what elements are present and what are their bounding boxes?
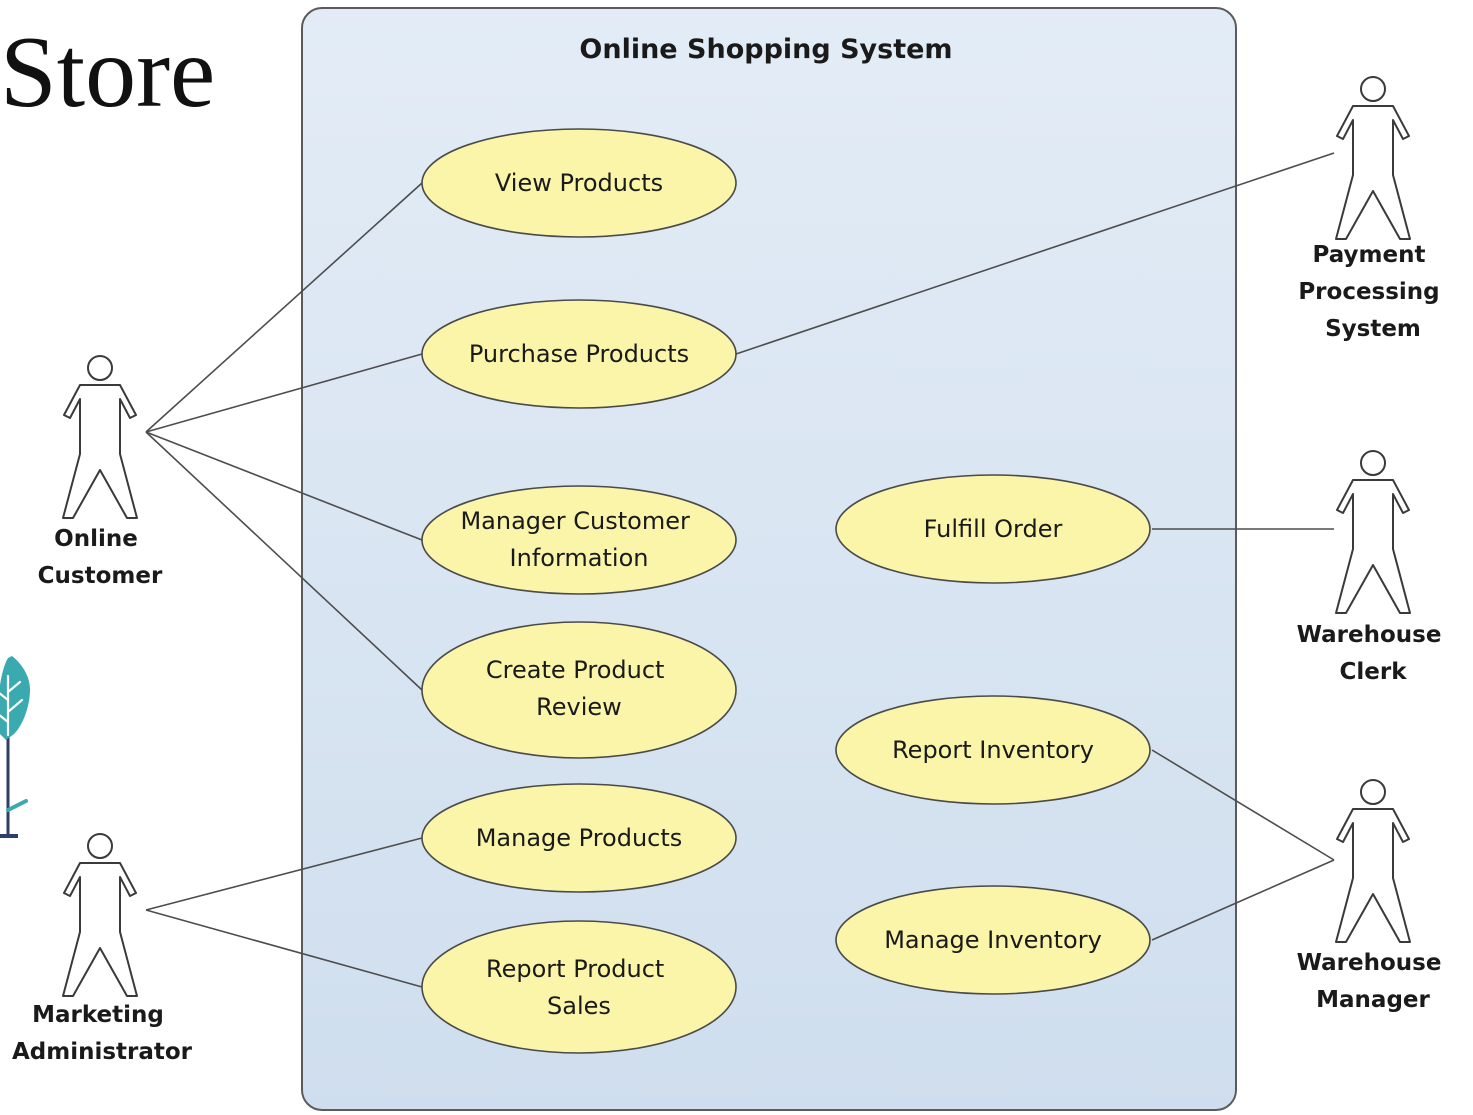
actor-label-line-1: Warehouse [1297,622,1442,648]
svg-text:Marketing Administrator: Marketing Administrator [12,1002,193,1065]
actor-label-line-2: Customer [38,563,163,589]
use-case-create-product-review[interactable]: Create Product Review [421,621,737,759]
use-case-label-line-1: Report Product [486,955,664,983]
actor-label-line-1: Marketing [32,1002,164,1028]
use-case-label: Report Inventory [892,736,1094,764]
association-admin-manage-products [145,837,423,911]
association-payment-purchase-products [735,152,1335,355]
use-case-manage-customer-information[interactable]: Manager Customer Information [421,485,737,595]
actor-stick-figure-icon [62,833,138,997]
use-case-label: Fulfill Order [924,515,1063,543]
use-case-report-inventory[interactable]: Report Inventory [835,695,1151,805]
association-manager-report-inventory [1151,749,1335,861]
use-case-label-line-2: Information [510,544,649,572]
system-title: Online Shopping System [579,34,952,65]
actor-label-line-2: Administrator [12,1039,193,1065]
use-case-fulfill-order[interactable]: Fulfill Order [835,474,1151,584]
use-case-label-line-2: Review [536,693,622,721]
actor-label-line-2: Clerk [1339,659,1407,685]
use-case-purchase-products[interactable]: Purchase Products [421,299,737,409]
svg-text:Create Product Review: Create Product Review [486,656,672,721]
svg-text:Warehouse Manager: Warehouse Manager [1297,950,1450,1013]
association-admin-report-sales [145,909,423,988]
use-case-label-line-2: Sales [547,992,611,1020]
use-case-view-products[interactable]: View Products [421,128,737,238]
svg-text:Report Inventory: Report Inventory [892,736,1094,764]
use-case-label-line-1: Create Product [486,656,665,684]
svg-text:Report Product Sales: Report Product Sales [486,955,672,1020]
actor-online-customer[interactable]: Online Customer [38,355,163,589]
svg-text:Manage Products: Manage Products [476,824,683,852]
actor-stick-figure-icon [62,355,138,519]
svg-text:Fulfill Order: Fulfill Order [924,515,1063,543]
actor-marketing-administrator[interactable]: Marketing Administrator [12,833,193,1065]
actor-label-line-3: System [1325,316,1421,342]
use-case-label: Manage Inventory [884,926,1102,954]
actor-stick-figure-icon [1335,779,1411,943]
svg-text:Payment Processing: Payment Processing System [1298,242,1447,342]
plant-icon [0,656,30,838]
actor-label-line-2: Manager [1316,987,1430,1013]
use-case-manage-products[interactable]: Manage Products [421,783,737,893]
actor-label-line-1: Online [54,526,138,552]
svg-text:Purchase Products: Purchase Products [469,340,689,368]
actor-warehouse-manager[interactable]: Warehouse Manager [1297,779,1450,1013]
actor-warehouse-clerk[interactable]: Warehouse Clerk [1297,450,1450,685]
use-case-manage-inventory[interactable]: Manage Inventory [835,885,1151,995]
actor-stick-figure-icon [1335,450,1411,614]
actor-label-line-1: Payment [1313,242,1426,268]
svg-text:Manage Inventory: Manage Inventory [884,926,1102,954]
actor-stick-figure-icon [1335,76,1411,240]
svg-text:Warehouse Clerk: Warehouse Clerk [1297,622,1450,685]
association-customer-manage-info [145,431,423,541]
association-customer-purchase-products [145,353,423,433]
use-case-label: Purchase Products [469,340,689,368]
use-case-report-product-sales[interactable]: Report Product Sales [421,920,737,1054]
actor-payment-processing-system[interactable]: Payment Processing System [1298,76,1447,342]
use-case-label: Manage Products [476,824,683,852]
association-customer-create-review [145,431,423,691]
slide-title: Store [0,16,216,129]
svg-text:View Products: View Products [495,169,663,197]
associations [145,152,1335,988]
use-case-label: View Products [495,169,663,197]
use-case-label-line-1: Manager Customer [460,507,690,535]
actor-label-line-1: Warehouse [1297,950,1442,976]
actor-label-line-2: Processing [1298,279,1439,305]
association-manager-manage-inventory [1151,859,1335,941]
association-customer-view-products [145,182,423,433]
svg-text:Manager Customer Informa: Manager Customer Information [460,507,697,572]
svg-text:Online Customer: Online Customer [38,526,163,589]
